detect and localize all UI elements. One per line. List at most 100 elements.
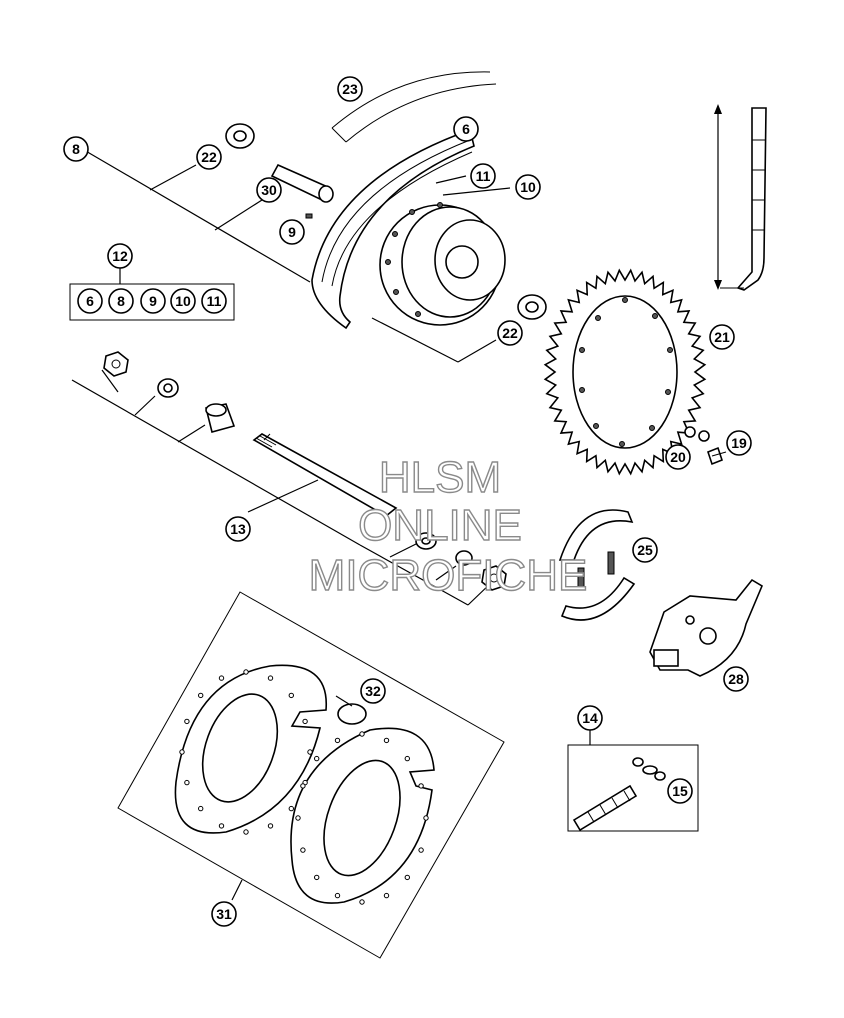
kit-box-12 — [69, 283, 235, 321]
disc-bolt-hole — [314, 755, 320, 762]
disc-bolt-hole — [243, 669, 249, 675]
brake-plate-28 — [649, 578, 764, 677]
callout-6: 6 — [453, 116, 479, 142]
callout-label: 15 — [672, 783, 688, 799]
callout-32: 32 — [360, 678, 386, 704]
callout-label: 14 — [582, 710, 598, 726]
disc-bolt-hole — [300, 783, 306, 789]
watermark: HLSM ONLINE MICROFICHE — [308, 452, 588, 600]
disc-bolt-hole — [218, 823, 225, 829]
callout-13: 13 — [225, 516, 251, 542]
callout-23: 23 — [337, 76, 363, 102]
rim-6 — [311, 128, 475, 330]
nipple-9 — [305, 213, 313, 219]
callout-25: 25 — [632, 537, 658, 563]
callout-12: 12 — [107, 243, 133, 269]
callout-label: 8 — [72, 141, 80, 157]
disc-bolt-hole — [359, 899, 365, 905]
callout-label: 11 — [476, 168, 491, 184]
callout-8: 8 — [63, 136, 89, 162]
callout-label: 6 — [462, 121, 470, 137]
callout-label: 22 — [502, 325, 518, 341]
callout-22: 22 — [497, 320, 523, 346]
chain-box-14 — [567, 744, 699, 832]
callout-9: 9 — [279, 219, 305, 245]
kit-item-label: 11 — [207, 293, 222, 309]
bearing-22-upper — [225, 123, 255, 149]
disc-bolt-hole — [179, 749, 185, 755]
disc-bolt-hole — [184, 718, 190, 725]
callout-label: 31 — [216, 906, 232, 922]
spoke-gauge — [714, 104, 767, 291]
disc-bolt-hole — [359, 731, 365, 737]
callout-label: 30 — [261, 182, 277, 198]
disc-bolt-hole — [198, 692, 204, 699]
callout-label: 21 — [714, 329, 730, 345]
callout-label: 12 — [112, 248, 128, 264]
kit-item-8: 8 — [108, 288, 134, 314]
kit-item-label: 10 — [175, 293, 191, 309]
disc-bolt-hole — [267, 823, 274, 829]
callout-label: 28 — [728, 671, 744, 687]
disc-bolt-hole — [307, 749, 313, 755]
callout-19: 19 — [726, 430, 752, 456]
cable-tie-32 — [335, 695, 367, 725]
callout-label: 23 — [342, 81, 358, 97]
callout-label: 32 — [365, 683, 381, 699]
callout-20: 20 — [665, 444, 691, 470]
disc-bolt-hole — [383, 892, 390, 899]
disc-bolt-hole — [288, 805, 294, 812]
callout-21: 21 — [709, 324, 735, 350]
brake-shoes-25 — [558, 509, 636, 621]
sprocket-21 — [543, 268, 707, 476]
callout-label: 9 — [288, 224, 296, 240]
watermark-line2: ONLINE — [358, 501, 522, 550]
axle-washer — [157, 378, 179, 398]
kit-item-label: 9 — [149, 293, 157, 309]
bearing-22-lower — [517, 294, 547, 320]
callout-label: 22 — [201, 149, 217, 165]
disc-bolt-hole — [295, 815, 301, 821]
disc-bolt-hole — [418, 847, 424, 853]
callout-label: 25 — [637, 542, 653, 558]
bolt-19 — [707, 446, 727, 466]
disc-bolt-hole — [288, 692, 294, 699]
disc-bolt-hole — [198, 805, 204, 812]
disc-bolt-hole — [383, 737, 390, 744]
axle-13 — [252, 433, 398, 517]
washer-20 — [684, 426, 710, 442]
disc-bolt-hole — [404, 874, 410, 881]
callout-label: 13 — [230, 521, 246, 537]
disc-bolt-hole — [184, 779, 190, 786]
disc-bolt-hole — [334, 737, 341, 744]
disc-bolt-hole — [418, 783, 424, 789]
disc-bolt-hole — [300, 847, 306, 853]
rim-tape-23 — [331, 71, 497, 143]
callout-30: 30 — [256, 177, 282, 203]
disc-bolt-hole — [423, 815, 429, 821]
callout-15: 15 — [667, 778, 693, 804]
axle-nut-2 — [481, 565, 507, 591]
callout-label: 20 — [670, 449, 686, 465]
callout-label: 10 — [520, 179, 536, 195]
kit-item-6: 6 — [77, 288, 103, 314]
disc-bolt-hole — [267, 675, 274, 681]
disc-bolt-hole — [314, 874, 320, 881]
kit-item-9: 9 — [140, 288, 166, 314]
callout-31: 31 — [211, 901, 237, 927]
callout-11: 11 — [470, 163, 496, 189]
disc-bolt-hole — [302, 718, 308, 725]
axle-washer-3 — [455, 550, 473, 566]
kit-item-10: 10 — [170, 288, 196, 314]
callout-10: 10 — [515, 174, 541, 200]
watermark-line1: HLSM — [379, 453, 501, 502]
axle-nut — [103, 351, 129, 377]
disc-bolt-hole — [218, 675, 225, 681]
callout-label: 19 — [731, 435, 747, 451]
brake-disc-set-31 — [117, 591, 505, 959]
kit-item-label: 8 — [117, 293, 125, 309]
callout-28: 28 — [723, 666, 749, 692]
